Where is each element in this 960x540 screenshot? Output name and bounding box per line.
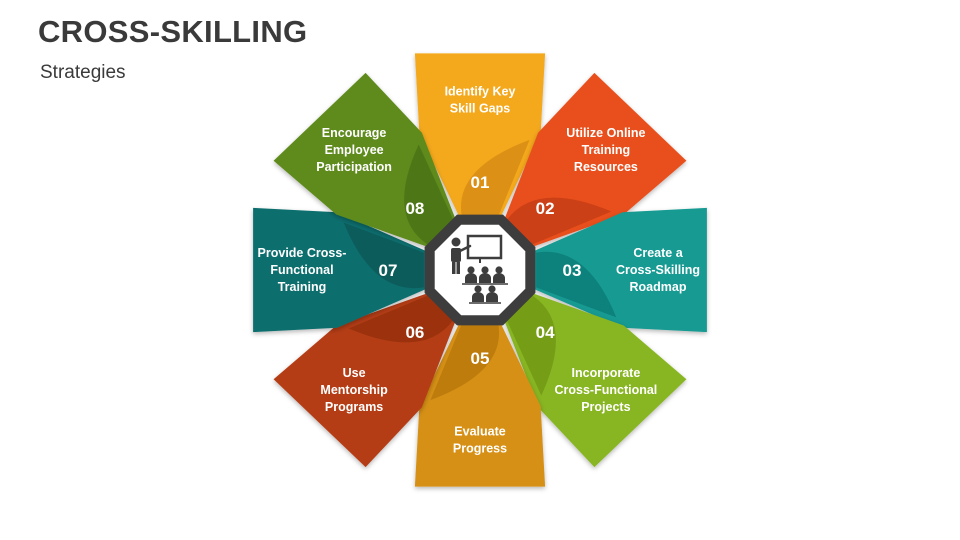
segment-label-line: Utilize Online bbox=[566, 126, 645, 140]
segment-label-line: Skill Gaps bbox=[450, 102, 510, 116]
segment-number-06: 06 bbox=[405, 323, 424, 342]
segment-number-05: 05 bbox=[471, 349, 490, 368]
segment-label-line: Progress bbox=[453, 442, 507, 456]
segment-shade-01 bbox=[460, 139, 530, 217]
segment-label-line: Evaluate bbox=[454, 425, 505, 439]
presentation-audience-icon bbox=[451, 234, 508, 304]
segment-label-line: Encourage bbox=[322, 126, 387, 140]
segment-label-line: Training bbox=[278, 280, 327, 294]
segment-shade-05 bbox=[430, 323, 500, 401]
segment-label-line: Provide Cross- bbox=[258, 246, 347, 260]
segment-label-line: Mentorship bbox=[320, 383, 388, 397]
segment-shade-06 bbox=[348, 295, 454, 343]
segment-shade-07 bbox=[343, 222, 424, 289]
segment-label-line: Resources bbox=[574, 160, 638, 174]
segment-label-line: Incorporate bbox=[572, 366, 641, 380]
segment-number-07: 07 bbox=[379, 261, 398, 280]
segment-label-line: Cross-Skilling bbox=[616, 263, 700, 277]
segment-shade-03 bbox=[536, 251, 617, 318]
page-title: CROSS-SKILLING bbox=[38, 14, 308, 49]
segment-number-08: 08 bbox=[405, 199, 424, 218]
segment-number-02: 02 bbox=[536, 199, 555, 218]
segment-number-04: 04 bbox=[536, 323, 555, 342]
segment-label-line: Projects bbox=[581, 400, 630, 414]
segment-shade-04 bbox=[506, 295, 556, 396]
segment-label-line: Create a bbox=[633, 246, 683, 260]
segment-label-line: Training bbox=[582, 143, 631, 157]
segment-number-03: 03 bbox=[563, 261, 582, 280]
center-octagon-inner bbox=[434, 224, 526, 316]
segment-shade-02 bbox=[506, 197, 612, 245]
segment-label-line: Participation bbox=[316, 160, 392, 174]
segment-label-line: Cross-Functional bbox=[555, 383, 658, 397]
segment-label-line: Identify Key bbox=[445, 85, 516, 99]
segment-shade-08 bbox=[404, 144, 454, 245]
segment-label-line: Use bbox=[343, 366, 366, 380]
segment-number-01: 01 bbox=[471, 173, 490, 192]
segment-label-line: Functional bbox=[270, 263, 333, 277]
segment-label-line: Roadmap bbox=[630, 280, 687, 294]
segment-label-line: Programs bbox=[325, 400, 383, 414]
segment-label-line: Employee bbox=[325, 143, 384, 157]
center-hub bbox=[424, 214, 536, 326]
page-subtitle: Strategies bbox=[40, 62, 126, 83]
